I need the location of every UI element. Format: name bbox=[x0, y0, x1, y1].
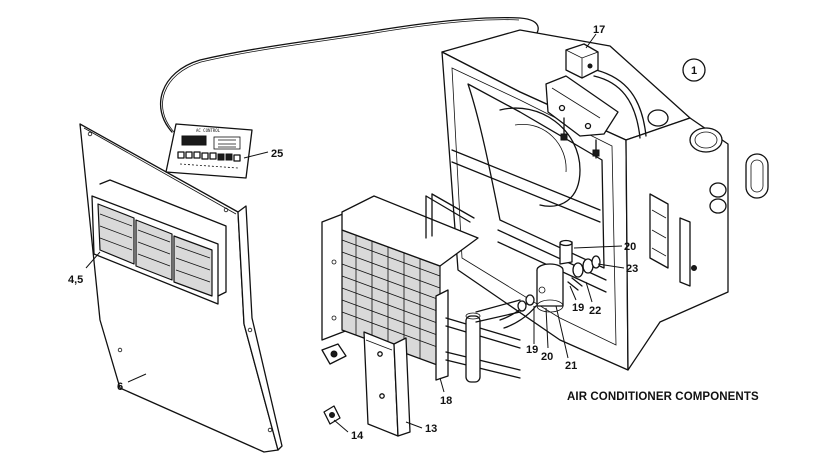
grommet bbox=[321, 343, 347, 365]
relay-box-17 bbox=[565, 43, 599, 79]
mounting-bracket bbox=[545, 75, 619, 159]
callout-17: 17 bbox=[593, 24, 605, 36]
bracket-13 bbox=[363, 331, 411, 437]
callout-13: 13 bbox=[425, 423, 437, 435]
callout-19-lower: 19 bbox=[526, 344, 538, 356]
callout-23: 23 bbox=[626, 263, 638, 275]
sheet-number: 1 bbox=[691, 65, 697, 77]
callout-25: 25 bbox=[271, 148, 283, 160]
callout-20-upper: 20 bbox=[624, 241, 636, 253]
duct-oval bbox=[745, 153, 769, 199]
control-cable bbox=[159, 16, 539, 133]
evaporator-coil-18 bbox=[321, 193, 521, 383]
callout-4-5: 4,5 bbox=[68, 274, 83, 286]
vent-opening bbox=[689, 127, 723, 153]
callout-6: 6 bbox=[117, 381, 123, 393]
callout-22: 22 bbox=[589, 305, 601, 317]
clip-14 bbox=[323, 405, 341, 425]
callout-20-lower: 20 bbox=[541, 351, 553, 363]
diagram-caption: AIR CONDITIONER COMPONENTS bbox=[567, 391, 759, 403]
callout-labels: 17 25 4,5 6 14 13 18 19 20 21 19 22 23 2… bbox=[68, 24, 638, 442]
callout-19-upper: 19 bbox=[572, 302, 584, 314]
front-panel-6 bbox=[79, 123, 283, 453]
vent-grille-4-5 bbox=[91, 179, 227, 305]
sheet-number-badge: 1 bbox=[682, 58, 706, 82]
control-buttons bbox=[177, 151, 241, 162]
callout-21: 21 bbox=[565, 360, 577, 372]
display-window bbox=[181, 135, 207, 146]
refrigerant-valves bbox=[475, 239, 601, 329]
callout-14: 14 bbox=[351, 430, 364, 442]
leader-lines bbox=[85, 33, 625, 433]
support-post bbox=[465, 315, 481, 383]
callout-18: 18 bbox=[440, 395, 452, 407]
control-panel-25: AC CONTROL bbox=[165, 123, 253, 179]
control-panel-header: AC CONTROL bbox=[196, 128, 221, 133]
